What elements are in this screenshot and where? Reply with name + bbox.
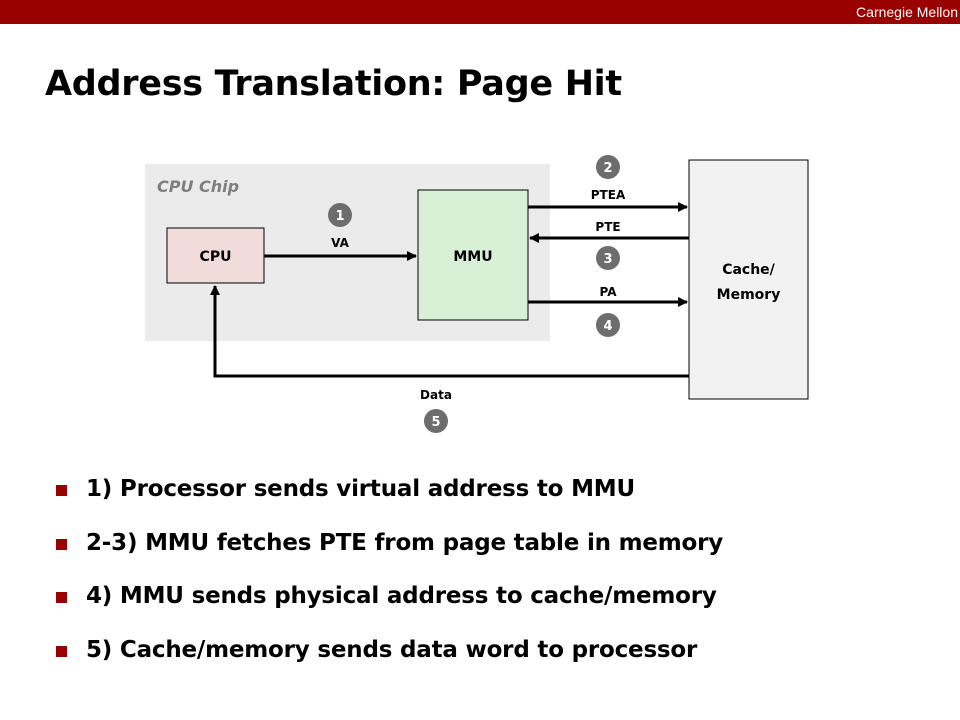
bullet-square-icon [56,592,67,603]
bullet-text: 1) Processor sends virtual address to MM… [86,476,635,502]
bullet-text: 4) MMU sends physical address to cache/m… [86,583,717,609]
ptea-label: PTEA [591,188,626,202]
data-arrow [210,285,689,378]
pte-label: PTE [595,220,620,234]
mmu-box [417,189,529,321]
bullet-item: 4) MMU sends physical address to cache/m… [56,577,723,631]
cpu-chip-label: CPU Chip [157,177,239,196]
step-badge-5: 5 [424,409,448,433]
bullet-item: 2-3) MMU fetches PTE from page table in … [56,524,723,578]
svg-text:1: 1 [335,209,344,224]
step-badge-1: 1 [328,203,352,227]
bullet-square-icon [56,645,67,657]
bullet-text: 2-3) MMU fetches PTE from page table in … [86,529,724,556]
svg-text:3: 3 [603,252,612,267]
mmu-label: MMU [453,249,492,265]
data-label: Data [420,388,452,402]
cache-memory-label-line2: Memory [717,287,781,303]
bullet-item: 1) Processor sends virtual address to MM… [56,470,723,524]
cache-memory-label-line1: Cache/ [722,262,775,278]
brand-label: Carnegie Mellon [856,4,958,20]
cache-memory-box [688,159,809,400]
bullet-square-icon [56,485,67,496]
bullet-list: 1) Processor sends virtual address to MM… [56,470,723,684]
slide-title: Address Translation: Page Hit [45,64,622,104]
header-bar: Carnegie Mellon [0,0,960,24]
svg-text:5: 5 [431,415,440,430]
bullet-item: 5) Cache/memory sends data word to proce… [56,631,723,685]
cpu-label: CPU [200,249,232,265]
bullet-text: 5) Cache/memory sends data word to proce… [86,636,698,663]
pa-label: PA [600,285,618,299]
svg-text:2: 2 [603,161,612,176]
step-badge-3: 3 [596,246,620,270]
cpu-box [166,227,265,284]
step-badge-2: 2 [596,155,620,179]
step-badge-4: 4 [596,313,620,337]
svg-text:4: 4 [603,319,612,334]
va-label: VA [331,236,349,250]
bullet-square-icon [56,538,67,550]
